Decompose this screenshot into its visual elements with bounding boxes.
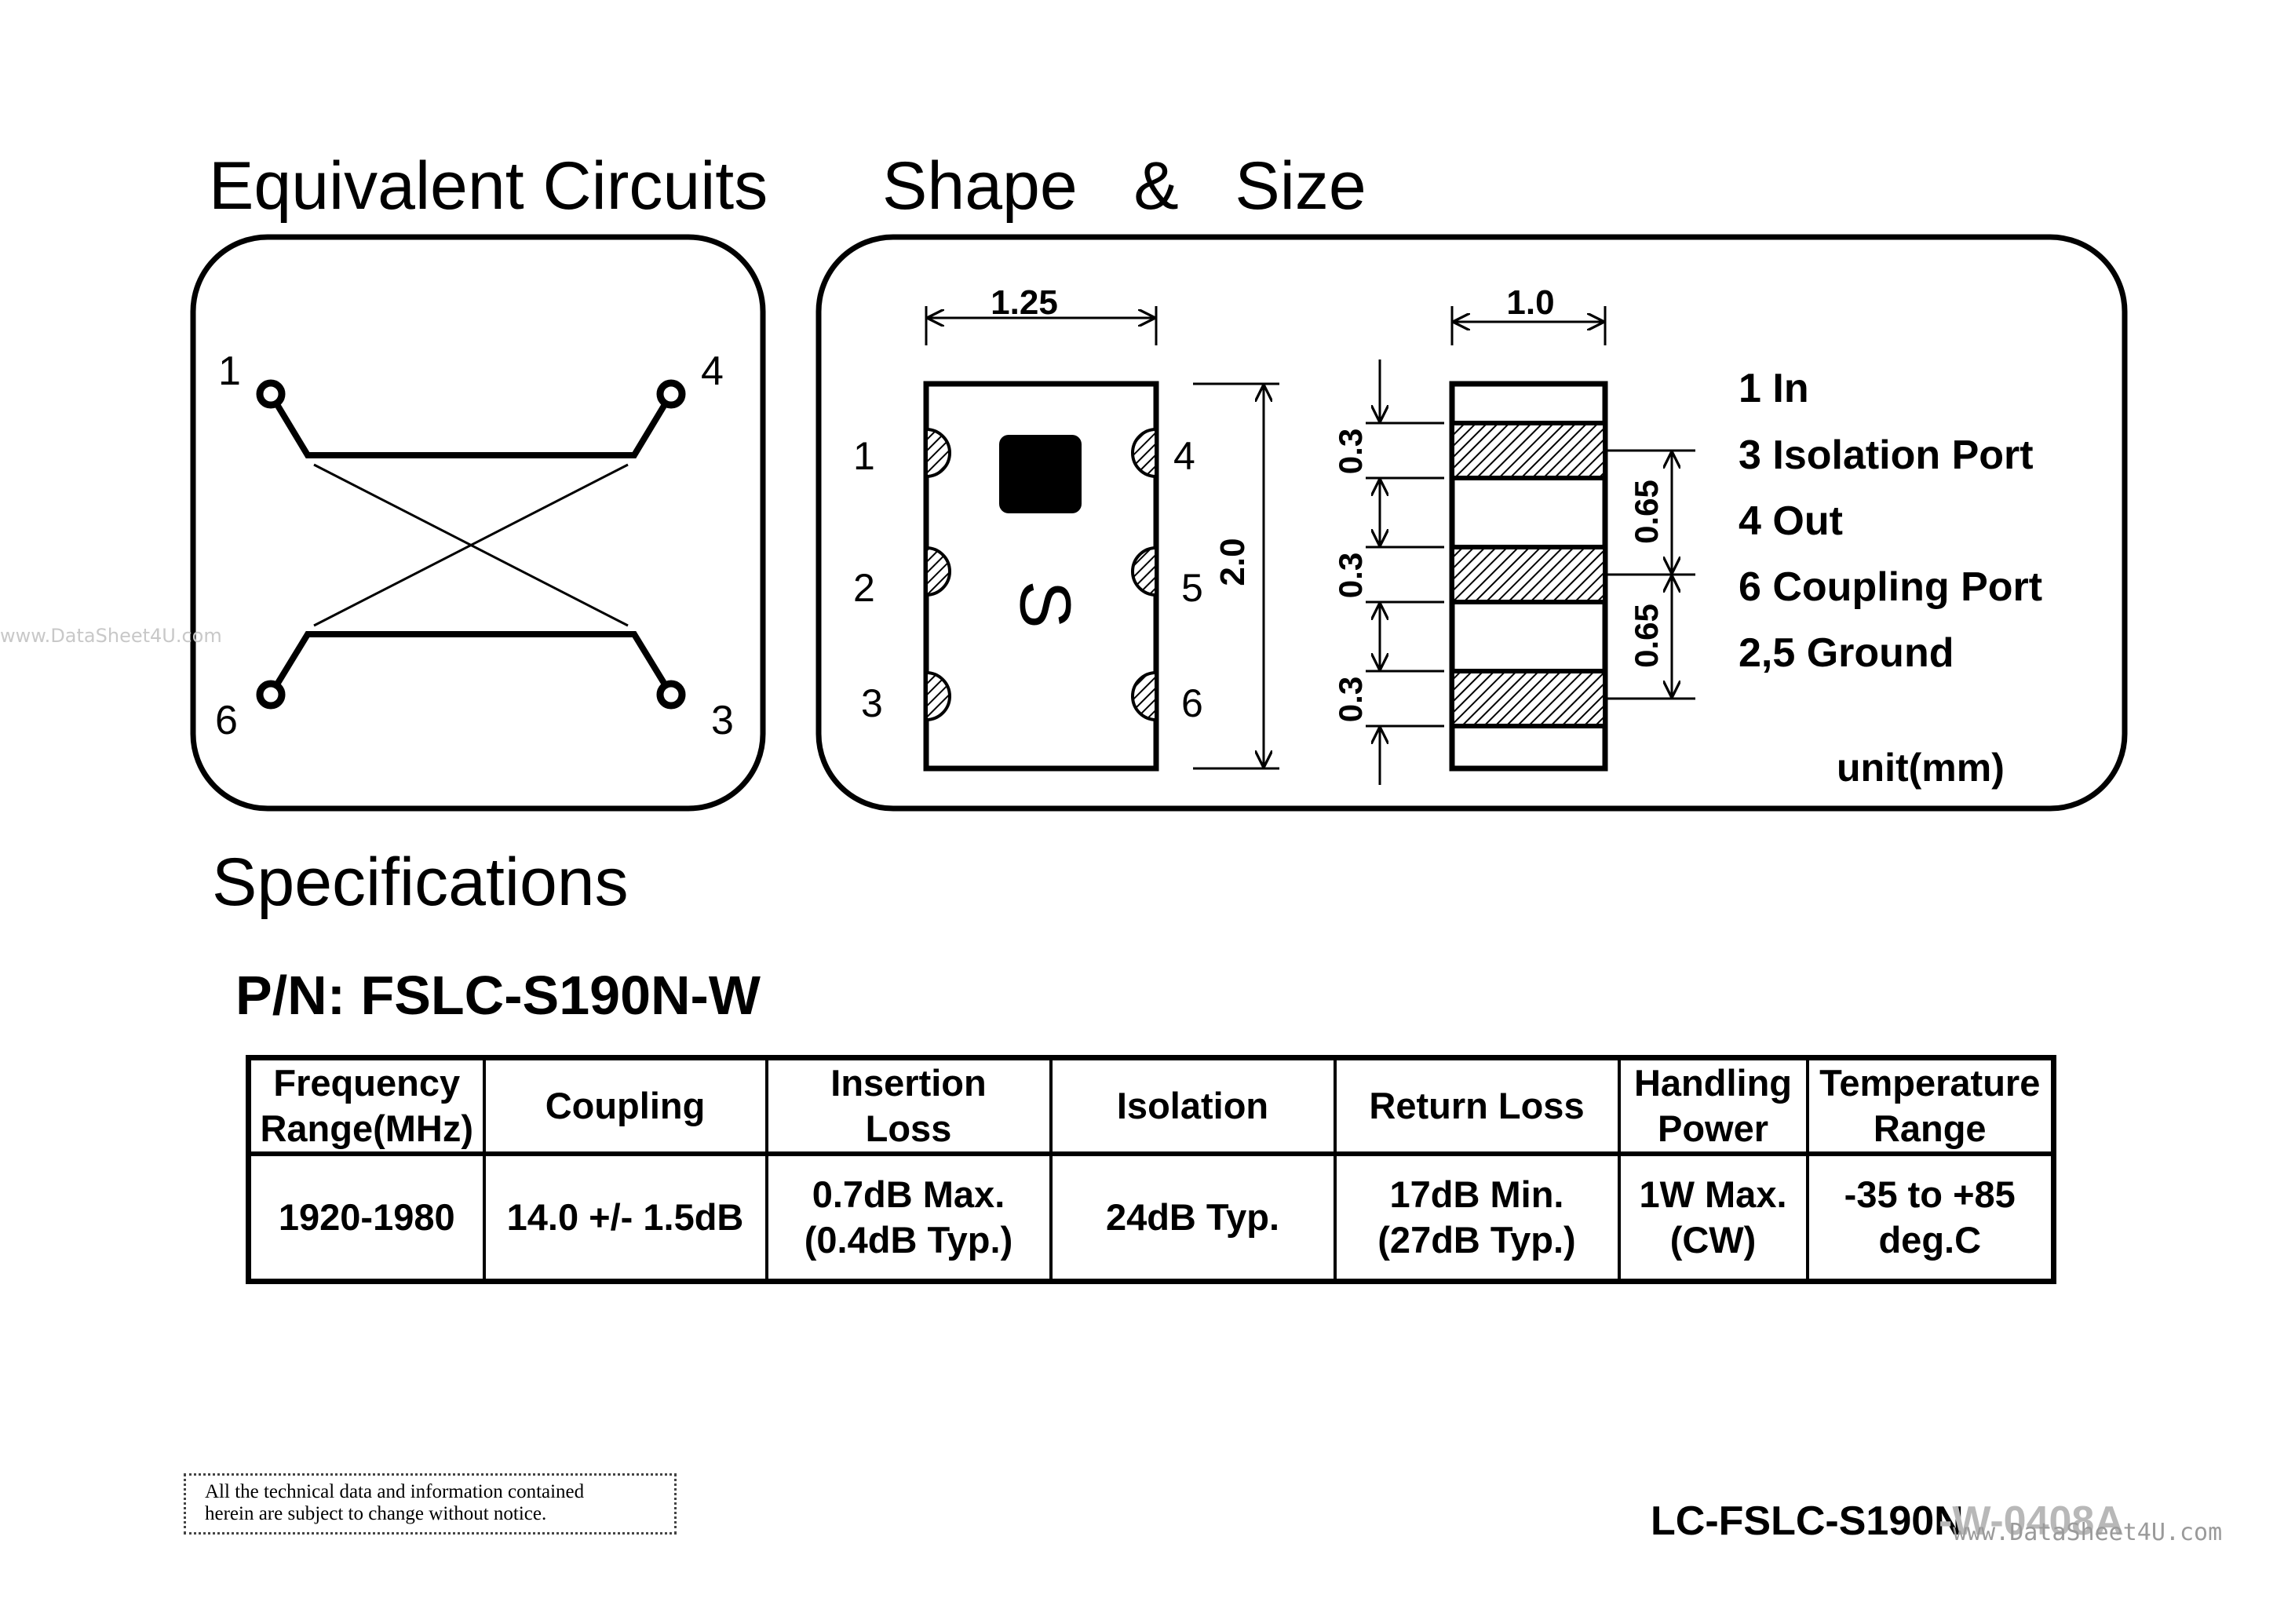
pin-label: 2 <box>853 566 875 610</box>
height-dimension: 2.0 <box>1213 538 1252 586</box>
legend-item: 2,5 Ground <box>1739 630 1954 676</box>
table-cell: 17dB Min. (27dB Typ.) <box>1333 1152 1621 1283</box>
pitch-dimension-label: 0.65 <box>1628 480 1665 544</box>
specifications-table: Frequency Range(MHz) Coupling Insertion … <box>246 1055 2056 1284</box>
column-header: Return Loss <box>1333 1056 1621 1156</box>
table-cell: 24dB Typ. <box>1049 1152 1337 1283</box>
specifications-heading: Specifications <box>212 845 629 920</box>
pitch-dimension-lines <box>1605 449 1695 700</box>
electrode-band-icon <box>1450 545 1607 604</box>
table-cell: 14.0 +/- 1.5dB <box>482 1152 768 1283</box>
circuit-port-label: 1 <box>218 349 241 394</box>
width-dimension: 1.25 <box>991 283 1058 322</box>
pad-dimension-label: 0.3 <box>1332 677 1369 722</box>
column-header: Isolation <box>1049 1056 1337 1156</box>
main-line-top <box>268 392 674 458</box>
legend-item: 4 Out <box>1739 498 1843 544</box>
disclaimer-notice: All the technical data and information c… <box>184 1473 677 1535</box>
depth-dimension: 1.0 <box>1506 283 1554 322</box>
pad-dimension-lines <box>1366 359 1444 785</box>
legend-item: 3 Isolation Port <box>1739 432 2034 478</box>
table-cell: 1W Max. (CW) <box>1617 1152 1809 1283</box>
shape-size-heading: Shape & Size <box>882 148 1366 224</box>
pad-5-icon <box>1131 546 1158 597</box>
table-cell: 1920-1980 <box>246 1152 486 1283</box>
pad-1-icon <box>925 427 951 479</box>
shape-size-diagram: S 1 2 3 4 5 6 1.25 2.0 1.0 <box>815 234 2128 812</box>
column-header: Temperature Range <box>1805 1056 2056 1156</box>
watermark-left: www.DataSheet4U.com <box>0 625 222 647</box>
legend-item: 1 In <box>1739 366 1809 411</box>
unit-label: unit(mm) <box>1837 746 2005 790</box>
terminal-1-icon <box>256 379 286 409</box>
pad-dimension-label: 0.3 <box>1332 553 1369 598</box>
document-id: LC-FSLC-S190N <box>1651 1498 1964 1544</box>
watermark-bottom-right: www.DataSheet4U.com <box>1953 1519 2223 1546</box>
pad-4-icon <box>1131 427 1158 479</box>
pitch-dimension-label: 0.65 <box>1628 604 1665 668</box>
cross-line-b <box>313 463 629 627</box>
column-header: Coupling <box>482 1056 768 1156</box>
legend-item: 6 Coupling Port <box>1739 564 2042 610</box>
pad-3-icon <box>925 670 951 722</box>
pad-2-icon <box>925 546 951 597</box>
column-header: Frequency Range(MHz) <box>246 1056 486 1156</box>
coupled-line-bottom <box>268 631 674 697</box>
column-header: Insertion Loss <box>764 1056 1053 1156</box>
circuit-port-label: 6 <box>215 698 238 743</box>
circuit-port-label: 4 <box>701 349 724 394</box>
pin-label: 6 <box>1181 681 1203 725</box>
electrode-band-icon <box>1450 669 1607 728</box>
pin-label: 4 <box>1173 434 1195 478</box>
table-cell: -35 to +85 deg.C <box>1805 1152 2056 1283</box>
equivalent-circuit-diagram: 1 4 6 3 <box>190 234 766 812</box>
pad-dimension-label: 0.3 <box>1332 429 1369 474</box>
orientation-mark-icon <box>999 435 1082 513</box>
part-number: P/N: FSLC-S190N-W <box>235 965 761 1026</box>
terminal-6-icon <box>256 680 286 710</box>
shape-size-frame <box>815 234 2128 812</box>
terminal-4-icon <box>656 379 686 409</box>
pin-label: 1 <box>853 434 875 478</box>
circuit-port-label: 3 <box>711 698 734 743</box>
document-id-suffix: -W-0408A <box>1939 1498 2124 1544</box>
table-header-row: Frequency Range(MHz) Coupling Insertion … <box>246 1056 2056 1156</box>
pin-label: 5 <box>1181 566 1203 610</box>
terminal-3-icon <box>656 680 686 710</box>
pin-label: 3 <box>861 681 883 725</box>
column-header: Handling Power <box>1617 1056 1809 1156</box>
pad-6-icon <box>1131 670 1158 722</box>
electrode-band-icon <box>1450 421 1607 480</box>
circuit-frame <box>190 234 766 812</box>
chip-marking: S <box>1005 580 1085 628</box>
equivalent-circuits-heading: Equivalent Circuits <box>209 148 768 224</box>
table-cell: 0.7dB Max. (0.4dB Typ.) <box>764 1152 1053 1283</box>
table-row: 1920-1980 14.0 +/- 1.5dB 0.7dB Max. (0.4… <box>246 1152 2056 1283</box>
